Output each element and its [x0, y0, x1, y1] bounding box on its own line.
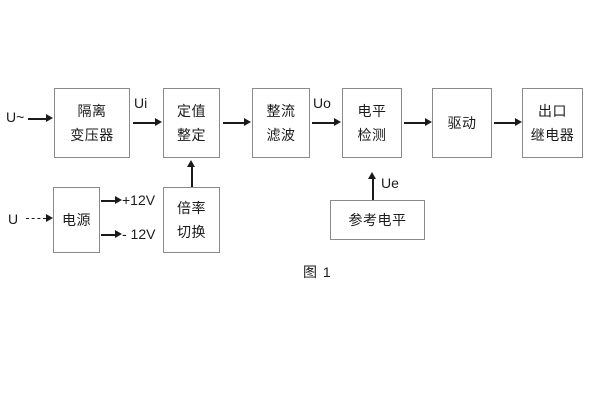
figure-caption: 图 1: [303, 264, 332, 280]
block-level-detection-line-1: 电平: [357, 103, 387, 119]
block-drive: 驱动: [432, 88, 492, 158]
rail-negative-label: - 12V: [122, 226, 156, 242]
uo-label: Uo: [313, 95, 331, 111]
block-setting-value-line-1: 定值: [177, 103, 206, 119]
block-rectify-filter-line-2: 滤波: [266, 127, 296, 143]
block-isolation-transformer: 隔离 变压器: [54, 88, 130, 158]
arrow-drive-to-relay: [494, 118, 522, 127]
block-drive-line-1: 驱动: [447, 115, 477, 131]
block-isolation-transformer-line-1: 隔离: [77, 103, 107, 119]
arrow-isolation-to-setting: [133, 118, 162, 127]
block-multiplier-switch: 倍率 切换: [163, 187, 220, 253]
block-multiplier-switch-line-1: 倍率: [177, 200, 206, 216]
arrow-input-to-isolation: [28, 114, 53, 123]
ui-label: Ui: [134, 95, 148, 111]
block-level-detection-line-2: 检测: [357, 127, 387, 143]
arrow-input-to-power-supply: [26, 214, 53, 223]
power-input-label: U: [8, 211, 19, 227]
block-multiplier-switch-line-2: 切换: [177, 224, 206, 240]
block-isolation-transformer-line-2: 变压器: [70, 127, 114, 143]
block-output-relay: 出口 继电器: [522, 88, 583, 158]
arrow-multiplier-to-setting: [187, 160, 196, 187]
ue-label: Ue: [381, 175, 399, 191]
block-level-detection: 电平 检测: [342, 88, 402, 158]
arrow-rectify-to-level: [312, 118, 341, 127]
arrow-power-rail-negative: [101, 230, 122, 239]
block-power-supply-line-1: 电源: [62, 212, 91, 228]
arrow-setting-to-rectify: [223, 118, 251, 127]
input-ac-label: U~: [6, 109, 25, 125]
block-rectify-filter: 整流 滤波: [252, 88, 310, 158]
block-rectify-filter-line-1: 整流: [266, 103, 296, 119]
arrow-reference-to-level: [368, 172, 377, 200]
block-setting-value-line-2: 整定: [177, 127, 206, 143]
block-setting-value: 定值 整定: [163, 88, 220, 158]
rail-positive-label: +12V: [122, 192, 156, 208]
block-reference-level-line-1: 参考电平: [348, 212, 407, 228]
block-power-supply: 电源: [53, 187, 100, 253]
block-output-relay-line-1: 出口: [538, 103, 567, 119]
block-output-relay-line-2: 继电器: [530, 127, 575, 143]
arrow-power-rail-positive: [101, 196, 122, 205]
arrow-level-to-drive: [404, 118, 432, 127]
block-reference-level: 参考电平: [330, 200, 425, 240]
